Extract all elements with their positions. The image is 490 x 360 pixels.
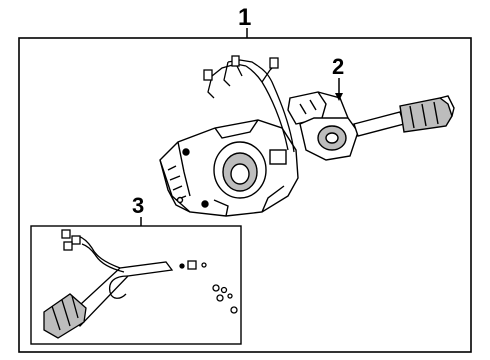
switch-housing <box>159 119 299 217</box>
wire-harness <box>203 55 295 153</box>
assembly-frame <box>18 37 472 353</box>
callout-1: 1 <box>238 4 251 31</box>
callout-2-arrow <box>335 93 343 101</box>
callout-2: 2 <box>332 54 344 79</box>
wiper-switch <box>287 91 455 161</box>
callout-3: 3 <box>132 193 144 218</box>
lever-subframe <box>30 225 242 345</box>
turn-signal-lever <box>43 229 238 339</box>
